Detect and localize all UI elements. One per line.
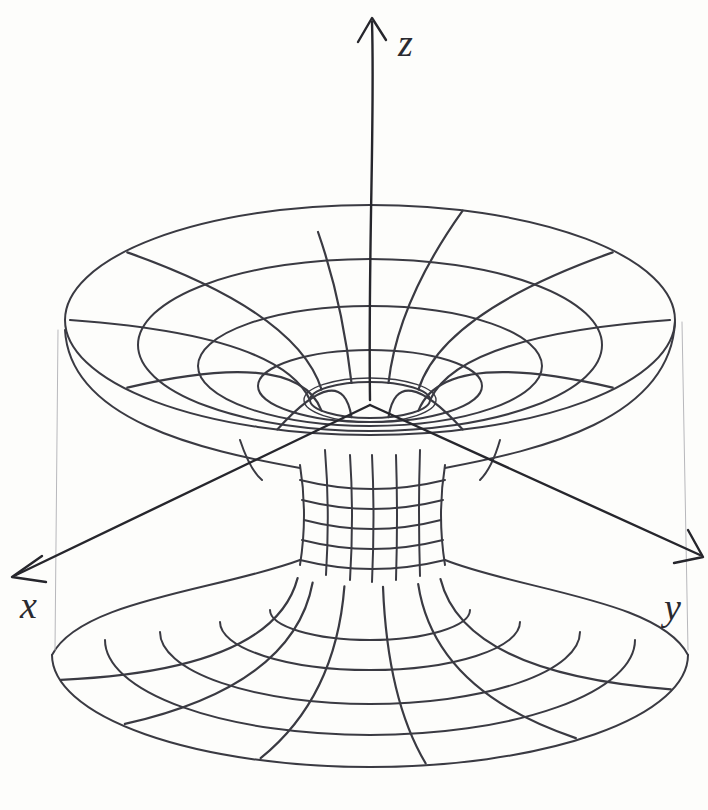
axis-label: x xyxy=(20,586,37,624)
construction-lines xyxy=(55,322,688,650)
neck xyxy=(300,450,445,582)
axis-label: y xyxy=(664,588,681,626)
axes xyxy=(12,18,703,582)
bottom-radials xyxy=(61,578,671,763)
axis-label: z xyxy=(398,24,413,62)
bottom-flare xyxy=(52,560,688,767)
